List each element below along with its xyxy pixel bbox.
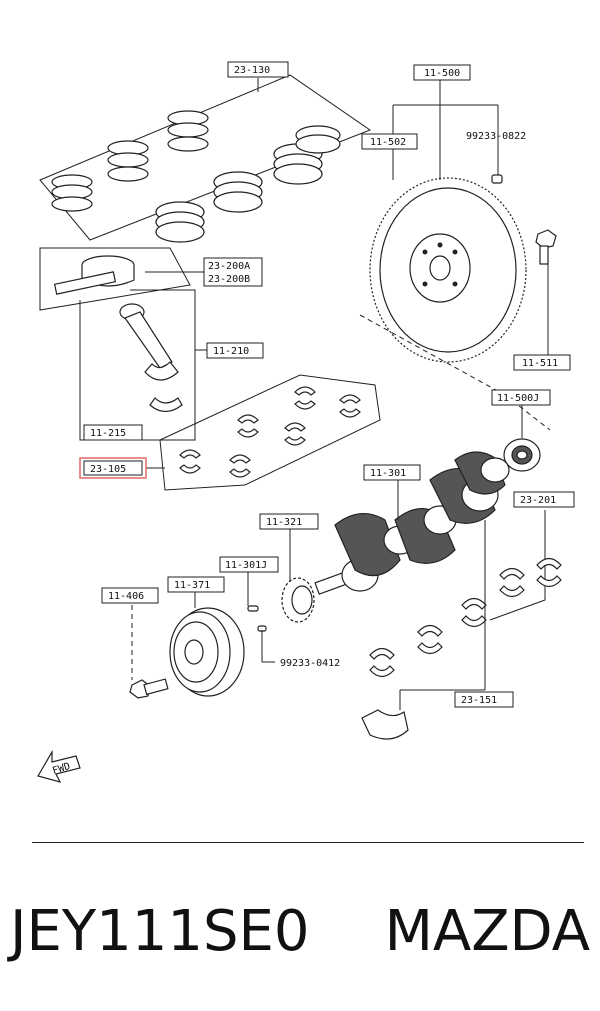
svg-text:23-200A: 23-200A	[208, 261, 250, 272]
bearing-shell	[294, 386, 316, 410]
svg-text:99233-0822: 99233-0822	[466, 131, 526, 142]
piston-ring-pair	[107, 140, 149, 182]
flywheel-bolt	[535, 229, 557, 265]
callout-99233-0412: 99233-0412	[280, 658, 340, 669]
piston-ring-pair	[51, 174, 93, 212]
callout-11-500: 11-500	[413, 64, 471, 81]
svg-text:23-200B: 23-200B	[208, 274, 250, 285]
callout-99233-0822: 99233-0822	[466, 131, 526, 142]
callout-11-215: 11-215	[83, 424, 143, 441]
callout-23-105: 23-105	[79, 457, 147, 479]
main-bearing-shell	[417, 624, 443, 655]
callout-11-301: 11-301	[363, 464, 421, 481]
pilot-bearing	[503, 405, 541, 472]
callout-23-151: 23-151	[454, 691, 514, 708]
callout-11-500J: 11-500J	[491, 389, 551, 406]
main-bearing-shell	[369, 647, 395, 678]
crank-sprocket	[281, 528, 315, 623]
svg-text:11-500: 11-500	[424, 68, 460, 79]
svg-text:23-130: 23-130	[234, 65, 270, 76]
piston-ring-stack	[155, 201, 205, 243]
forward-arrow-icon: FWD	[37, 749, 81, 783]
svg-text:99233-0412: 99233-0412	[280, 658, 340, 669]
piston-ring-stack	[273, 143, 323, 185]
svg-text:11-301: 11-301	[370, 468, 406, 479]
svg-text:11-301J: 11-301J	[225, 560, 267, 571]
svg-text:23-151: 23-151	[461, 695, 497, 706]
main-bearing-shell	[461, 597, 487, 628]
connecting-rod-group	[79, 289, 207, 441]
forward-arrow-label: FWD	[51, 761, 72, 777]
svg-text:11-511: 11-511	[522, 358, 558, 369]
crank-pulley	[169, 592, 245, 697]
bearing-shell	[339, 394, 361, 418]
bearing-shell	[284, 422, 306, 446]
part-number: JEY111SE0	[10, 899, 310, 964]
callout-11-502: 11-502	[361, 133, 418, 150]
engine-parts-diagram: FWD 23-130 11-500 11-502 99233-0822 23-2…	[37, 61, 575, 783]
callout-11-406: 11-406	[101, 587, 159, 604]
svg-text:11-500J: 11-500J	[497, 393, 539, 404]
callout-23-130: 23-130	[227, 61, 289, 78]
svg-text:11-215: 11-215	[90, 428, 126, 439]
main-bearing-set	[361, 510, 562, 740]
callout-11-321: 11-321	[259, 513, 319, 530]
callout-23-200: 23-200A 23-200B	[203, 257, 263, 287]
svg-text:11-371: 11-371	[174, 580, 210, 591]
callout-11-301J: 11-301J	[219, 556, 279, 573]
woodruff-key	[247, 570, 275, 663]
piston-ring-pair	[167, 110, 209, 152]
piston-pin-group	[39, 247, 205, 311]
bearing-shell	[237, 414, 259, 438]
main-bearing-shell	[536, 557, 562, 588]
callout-11-511: 11-511	[513, 354, 571, 371]
highlight-box	[79, 457, 147, 479]
flywheel	[369, 177, 527, 363]
crankshaft	[314, 451, 510, 595]
svg-text:23-105: 23-105	[90, 464, 126, 475]
piston-ring-stack	[213, 171, 263, 213]
bearing-shell	[179, 449, 201, 474]
pulley-bolt	[129, 605, 169, 699]
svg-text:11-406: 11-406	[108, 591, 144, 602]
callout-11-210: 11-210	[206, 342, 264, 359]
callout-11-371: 11-371	[167, 576, 225, 593]
thrust-bearing	[361, 709, 409, 740]
svg-text:11-321: 11-321	[266, 517, 302, 528]
svg-text:11-210: 11-210	[213, 346, 249, 357]
svg-text:11-502: 11-502	[370, 137, 406, 148]
brand-name: MAZDA	[384, 899, 590, 964]
caption: JEY111SE0 MAZDA	[10, 892, 590, 972]
piston-ring-stack	[295, 125, 341, 154]
svg-text:23-201: 23-201	[520, 495, 556, 506]
piston-ring-set	[39, 74, 372, 243]
dowel-pin	[491, 174, 503, 184]
bearing-shell	[229, 454, 251, 478]
callout-23-201: 23-201	[513, 491, 575, 508]
conrod-bearing-set	[146, 374, 381, 491]
separator-line	[32, 842, 584, 843]
main-bearing-shell	[499, 567, 525, 598]
